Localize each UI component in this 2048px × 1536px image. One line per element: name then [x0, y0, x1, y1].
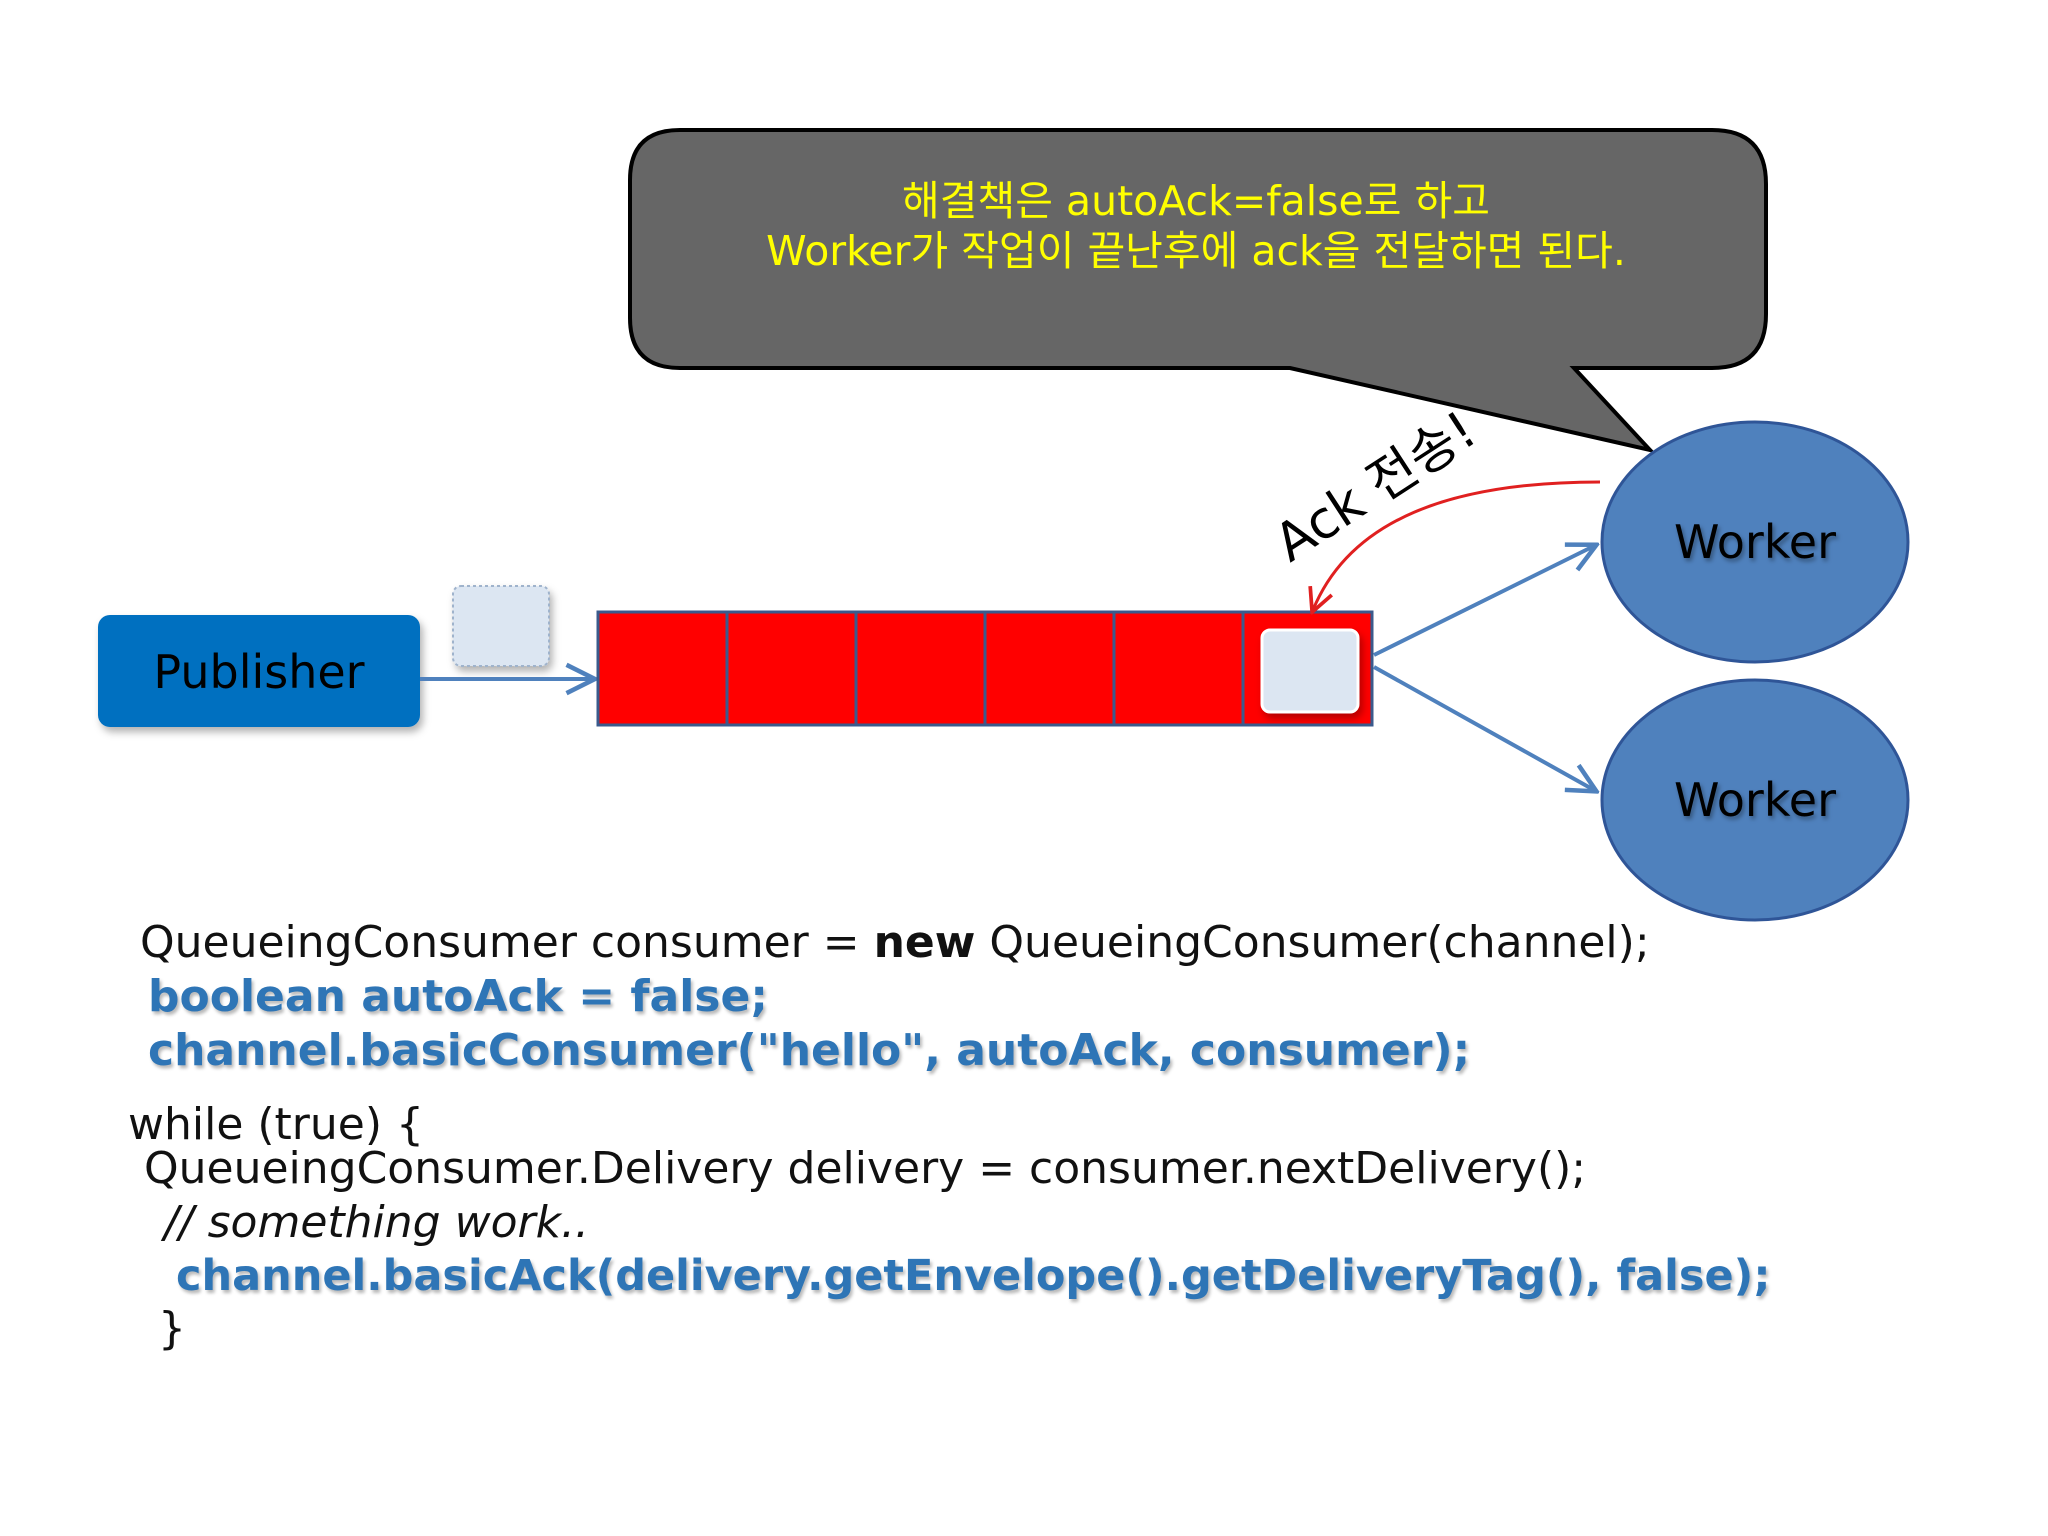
dispatch-arrow-worker-2	[1373, 665, 1594, 790]
publisher-box	[98, 615, 420, 727]
callout-text-line1: 해결책은 autoAck=false로 하고	[902, 177, 1490, 225]
code-line-delivery: QueueingConsumer.Delivery delivery = con…	[144, 1143, 1587, 1194]
queue-slot	[983, 610, 1116, 727]
code-line-comment: // something work..	[164, 1196, 589, 1249]
code-line-basic-consume: channel.basicConsumer("hello", autoAck, …	[148, 1025, 1471, 1076]
code-line-close-brace: }	[158, 1303, 186, 1354]
code-comment-text: // something work..	[164, 1197, 590, 1248]
queue-slot	[1112, 610, 1245, 727]
code-line-consumer: QueueingConsumer consumer = new Queueing…	[140, 916, 1650, 969]
worker-label-2: Worker	[1674, 773, 1836, 827]
code-keyword-new: new	[873, 917, 976, 968]
queue-slot	[596, 610, 729, 727]
callout-text-line2: Worker가 작업이 끝난후에 ack을 전달하면 된다.	[766, 227, 1626, 275]
code-line-1b: QueueingConsumer(channel);	[975, 917, 1650, 968]
ack-arrow	[1313, 480, 1601, 610]
worker-node-2	[1600, 678, 1910, 922]
publisher-label: Publisher	[153, 645, 364, 699]
incoming-message	[452, 585, 550, 667]
speech-callout-bubble	[628, 128, 1768, 454]
queue-slot	[725, 610, 858, 727]
code-line-while: while (true) {	[128, 1099, 424, 1150]
queue-slot	[854, 610, 987, 727]
worker-node-1	[1600, 420, 1910, 664]
queued-message	[1260, 628, 1360, 714]
code-line-autoack: boolean autoAck = false;	[148, 971, 768, 1022]
worker-label-1: Worker	[1674, 515, 1836, 569]
dispatch-arrow-worker-1	[1373, 546, 1594, 657]
code-line-basic-ack: channel.basicAck(delivery.getEnvelope().…	[176, 1251, 1771, 1301]
code-line-1a: QueueingConsumer consumer =	[140, 917, 874, 968]
queue	[596, 610, 1374, 727]
ack-label: Ack 전송!	[1264, 400, 1487, 574]
